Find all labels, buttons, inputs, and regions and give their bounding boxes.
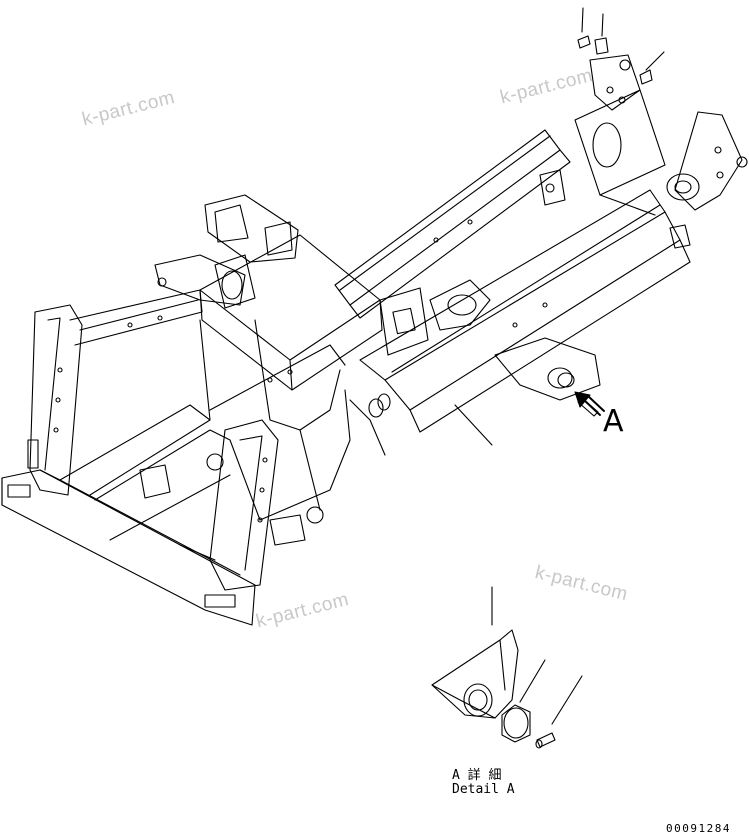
detail-title-en: Detail A	[452, 782, 515, 797]
detail-title-jp: A 詳 細	[452, 768, 502, 783]
detail-a-view	[431, 586, 583, 749]
drawing-number: 00091284	[666, 822, 731, 835]
callout-label: A	[603, 404, 624, 439]
callout-arrow	[574, 391, 605, 417]
main-frame	[1, 7, 748, 626]
